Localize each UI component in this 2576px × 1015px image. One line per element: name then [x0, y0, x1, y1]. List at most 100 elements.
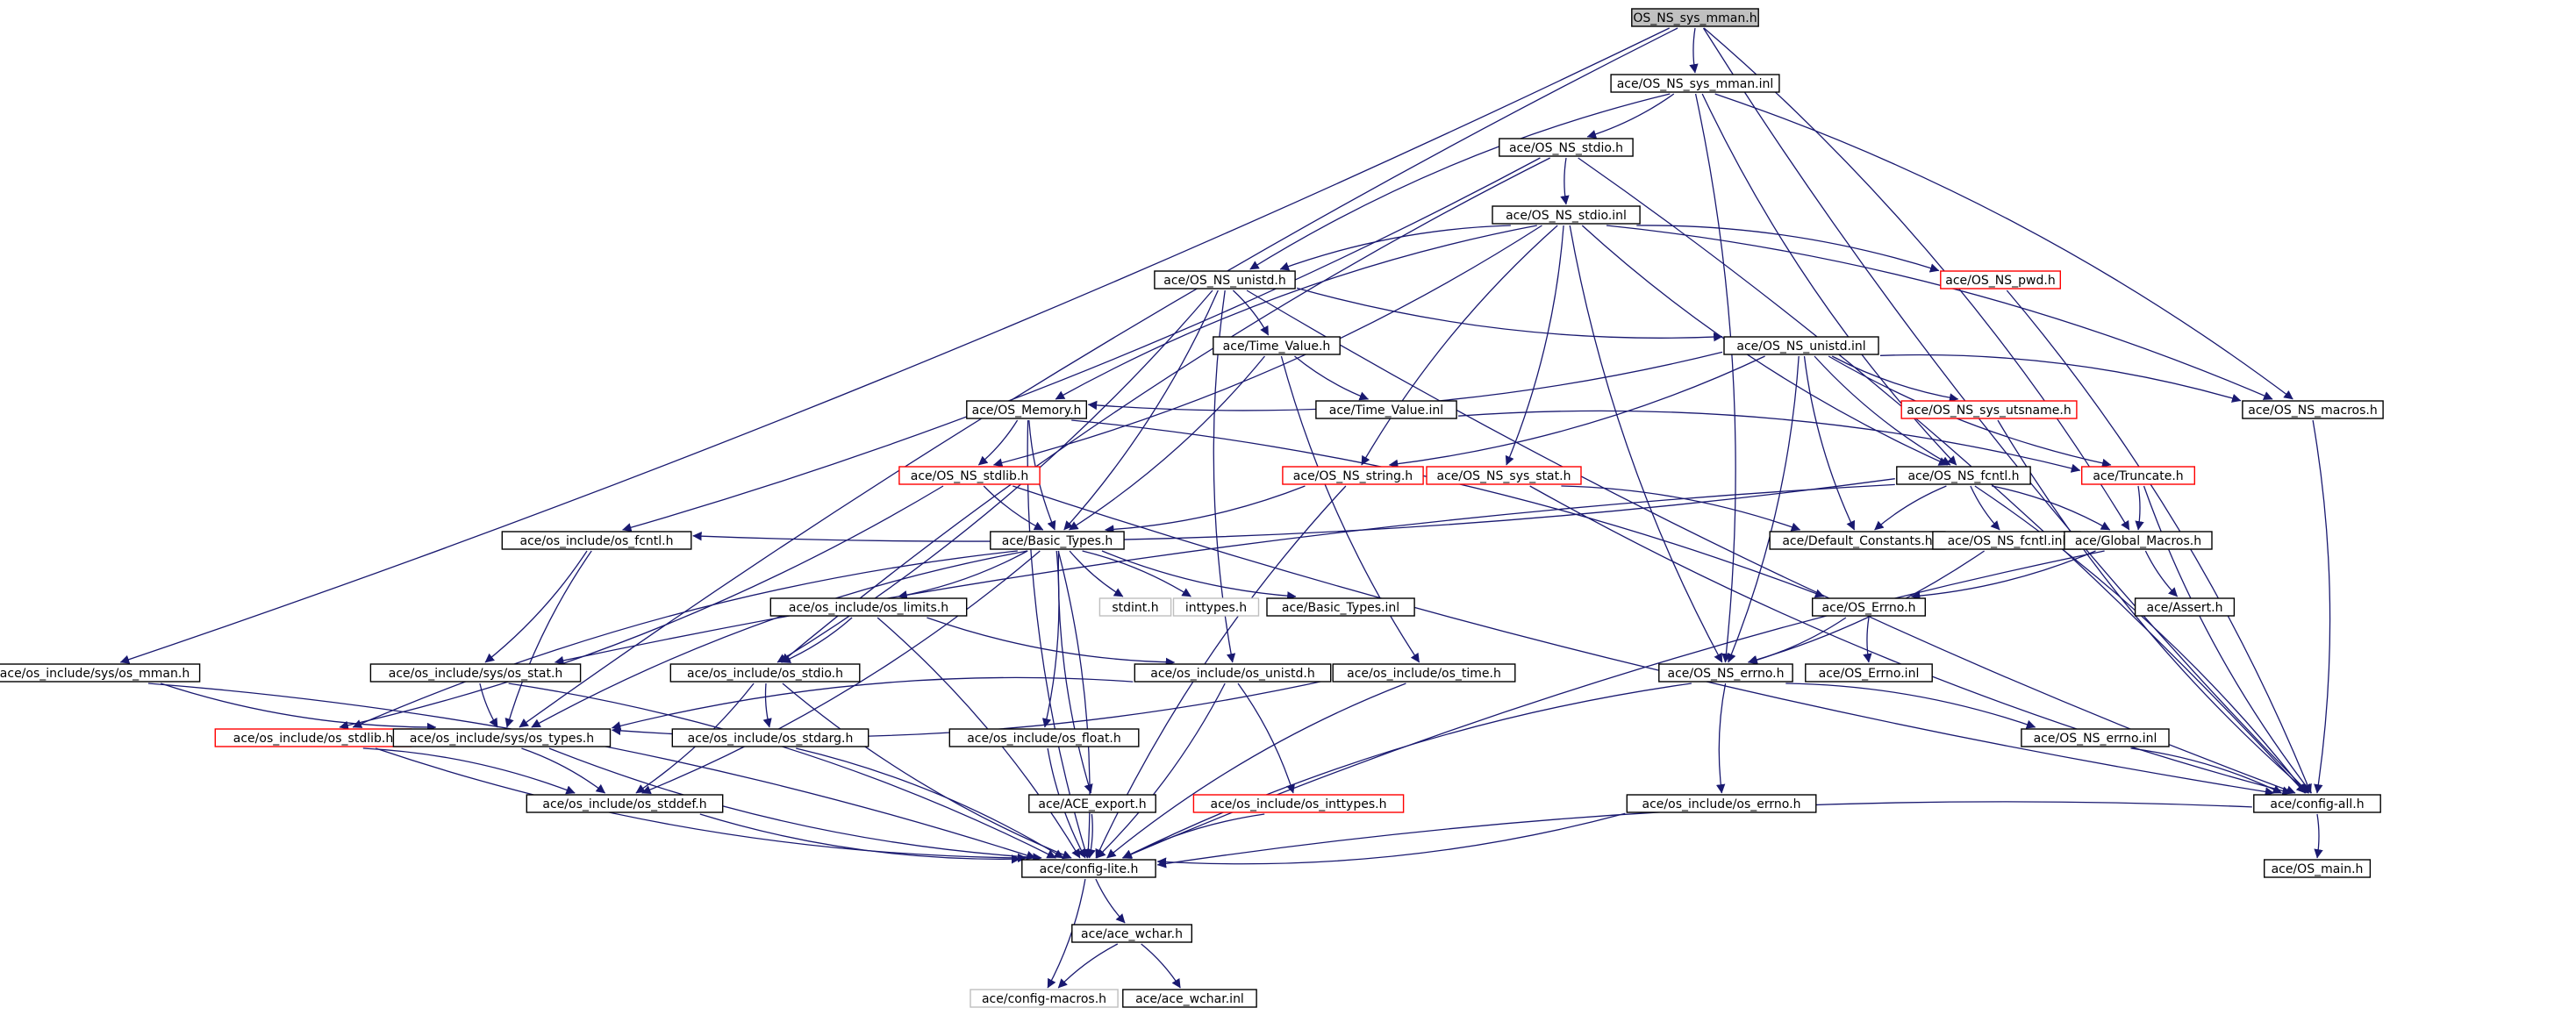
- node-box: [501, 531, 692, 550]
- edge-unistd_inl-to-ns_errno_h: [1727, 355, 1800, 663]
- edge-basic_types_h-to-basic_types_inl: [1101, 550, 1297, 601]
- node-label: ace/Global_Macros.h: [2075, 534, 2201, 548]
- node-stdlib-h[interactable]: ace/OS_NS_stdlib.h: [898, 466, 1041, 485]
- node-label: ace/OS_NS_errno.inl: [2034, 732, 2157, 746]
- node-box: [1805, 663, 1933, 683]
- node-basic-types-h[interactable]: ace/Basic_Types.h: [990, 531, 1125, 550]
- edge-unistd_h-to-unistd_inl: [1296, 287, 1723, 342]
- edge-ns_errno_h-to-config_lite_h: [1122, 683, 1692, 859]
- node-os-errno-inl[interactable]: ace/OS_Errno.inl: [1805, 663, 1933, 683]
- node-os-main-h[interactable]: ace/OS_main.h: [2263, 859, 2372, 878]
- node-root[interactable]: OS_NS_sys_mman.h: [1631, 8, 1759, 27]
- edge-stdlib_h-to-basic_types_h: [983, 485, 1044, 531]
- node-label: ace/OS_NS_stdio.inl: [1506, 209, 1627, 223]
- node-truncate-h[interactable]: ace/Truncate.h: [2080, 466, 2195, 485]
- node-ns-errno-inl[interactable]: ace/OS_NS_errno.inl: [2021, 728, 2170, 747]
- node-osi-sys-stat-h[interactable]: ace/os_include/sys/os_stat.h: [369, 663, 582, 683]
- edge-macros_h-to-config_all_h: [2312, 419, 2331, 794]
- edge-osi_stdarg_h-to-config_lite_h: [796, 747, 1064, 859]
- node-osi-stdlib-h[interactable]: ace/os_include/os_stdlib.h: [214, 728, 412, 747]
- node-ace-wchar-h[interactable]: ace/ace_wchar.h: [1071, 924, 1193, 943]
- node-label: ace/config-macros.h: [982, 992, 1106, 1006]
- edge-unistd_inl-to-truncate_h: [1828, 355, 2112, 468]
- edge-timeval_h-to-osi_time_h: [1280, 355, 1420, 663]
- edge-mman_inl-to-unistd_h: [1249, 93, 1671, 270]
- node-stdio-inl[interactable]: ace/OS_NS_stdio.inl: [1492, 205, 1641, 225]
- edge-osi_sys_mman_h-to-osi_sys_types_h: [160, 683, 437, 733]
- node-box: [1332, 663, 1516, 683]
- node-basic-types-inl[interactable]: ace/Basic_Types.inl: [1266, 597, 1415, 617]
- node-label: OS_NS_sys_mman.h: [1633, 11, 1757, 25]
- node-label: ace/config-lite.h: [1040, 862, 1139, 876]
- node-timeval-h[interactable]: ace/Time_Value.h: [1213, 336, 1341, 355]
- node-osi-stdio-h[interactable]: ace/os_include/os_stdio.h: [669, 663, 861, 683]
- node-config-macros-h[interactable]: ace/config-macros.h: [970, 989, 1119, 1008]
- node-box: [369, 663, 582, 683]
- node-pwd-h[interactable]: ace/OS_NS_pwd.h: [1940, 270, 2062, 289]
- edge-osi_stddef_h-to-config_lite_h: [699, 813, 1021, 864]
- node-ace-wchar-inl[interactable]: ace/ace_wchar.inl: [1122, 989, 1257, 1008]
- node-osi-errno-h[interactable]: ace/os_include/os_errno.h: [1626, 794, 1817, 813]
- nodes-layer: OS_NS_sys_mman.h ace/OS_NS_sys_mman.inlac…: [0, 8, 2384, 1008]
- edge-ace_export_h-to-config_lite_h: [1086, 813, 1096, 859]
- node-osi-fcntl-h[interactable]: ace/os_include/os_fcntl.h: [501, 531, 692, 550]
- node-osi-inttypes-h[interactable]: ace/os_include/os_inttypes.h: [1192, 794, 1405, 813]
- node-osi-limits-h[interactable]: ace/os_include/os_limits.h: [769, 597, 968, 617]
- node-osi-float-h[interactable]: ace/os_include/os_float.h: [948, 728, 1140, 747]
- node-box: [0, 663, 201, 683]
- node-osi-stdarg-h[interactable]: ace/os_include/os_stdarg.h: [671, 728, 869, 747]
- edge-stdio_inl-to-string_h: [1361, 225, 1558, 466]
- node-ace-export-h[interactable]: ace/ACE_export.h: [1028, 794, 1156, 813]
- edge-root-to-osi_sys_types_h: [519, 27, 1678, 728]
- node-config-all-h[interactable]: ace/config-all.h: [2253, 794, 2381, 813]
- node-box: [2021, 728, 2170, 747]
- node-default-const-h[interactable]: ace/Default_Constants.h: [1769, 531, 1946, 550]
- node-sysstat-h[interactable]: ace/OS_NS_sys_stat.h: [1426, 466, 1582, 485]
- edge-ace_wchar_h-to-config_macros_h: [1057, 943, 1119, 989]
- node-fcntl-inl[interactable]: ace/OS_NS_fcntl.inl: [1932, 531, 2081, 550]
- edge-osi_limits_h-to-osi_stdio_h: [781, 617, 853, 663]
- edge-unistd_inl-to-default_const_h: [1803, 355, 1856, 531]
- node-label: ace/os_include/os_time.h: [1347, 667, 1501, 681]
- node-stdio-h[interactable]: ace/OS_NS_stdio.h: [1499, 138, 1634, 157]
- node-global-macros-h[interactable]: ace/Global_Macros.h: [2064, 531, 2213, 550]
- edge-basic_types_h-to-osi_float_h: [1041, 550, 1060, 728]
- node-box: [1266, 597, 1415, 617]
- node-fcntl-h[interactable]: ace/OS_NS_fcntl.h: [1896, 466, 2031, 485]
- node-assert-h[interactable]: ace/Assert.h: [2134, 597, 2236, 617]
- node-os-errno-h[interactable]: ace/OS_Errno.h: [1811, 597, 1926, 617]
- node-mman-inl[interactable]: ace/OS_NS_sys_mman.inl: [1610, 74, 1780, 93]
- node-timeval-inl[interactable]: ace/Time_Value.inl: [1315, 400, 1457, 419]
- node-osi-sys-mman-h[interactable]: ace/os_include/sys/os_mman.h: [0, 663, 201, 683]
- node-unistd-h[interactable]: ace/OS_NS_unistd.h: [1154, 270, 1296, 289]
- edge-osi_stdlib_h-to-osi_stddef_h: [362, 747, 576, 795]
- node-osi-sys-types-h[interactable]: ace/os_include/sys/os_types.h: [392, 728, 612, 747]
- node-ns-errno-h[interactable]: ace/OS_NS_errno.h: [1658, 663, 1793, 683]
- node-box: [2134, 597, 2236, 617]
- node-memory-h[interactable]: ace/OS_Memory.h: [966, 400, 1088, 419]
- node-label: ace/OS_NS_macros.h: [2248, 404, 2377, 418]
- node-label: ace/OS_NS_stdlib.h: [911, 469, 1029, 483]
- node-inttypes-h[interactable]: inttypes.h: [1172, 597, 1260, 617]
- node-macros-h[interactable]: ace/OS_NS_macros.h: [2242, 400, 2384, 419]
- node-box: [769, 597, 968, 617]
- edge-pwd_h-to-config_all_h: [2006, 289, 2312, 794]
- edge-stdio_inl-to-stdlib_h: [992, 225, 1542, 468]
- edge-ns_errno_h-to-ns_errno_inl: [1785, 683, 2036, 729]
- node-osi-unistd-h[interactable]: ace/os_include/os_unistd.h: [1134, 663, 1332, 683]
- edge-fcntl_h-to-osi_fcntl_h: [692, 478, 1895, 542]
- node-utsname-h[interactable]: ace/OS_NS_sys_utsname.h: [1900, 400, 2078, 419]
- node-osi-time-h[interactable]: ace/os_include/os_time.h: [1332, 663, 1516, 683]
- edge-truncate_h-to-config_all_h: [2143, 485, 2313, 794]
- node-label: inttypes.h: [1185, 601, 1247, 615]
- node-config-lite-h[interactable]: ace/config-lite.h: [1021, 859, 1156, 878]
- node-string-h[interactable]: ace/OS_NS_string.h: [1282, 466, 1424, 485]
- edge-root-to-mman_inl: [1689, 27, 1699, 74]
- node-osi-stddef-h[interactable]: ace/os_include/os_stddef.h: [526, 794, 724, 813]
- node-unistd-inl[interactable]: ace/OS_NS_unistd.inl: [1723, 336, 1879, 355]
- node-label: ace/os_include/os_stddef.h: [542, 797, 706, 811]
- node-stdint-h[interactable]: stdint.h: [1098, 597, 1172, 617]
- node-label: ace/config-all.h: [2270, 797, 2364, 811]
- node-box: [898, 466, 1041, 485]
